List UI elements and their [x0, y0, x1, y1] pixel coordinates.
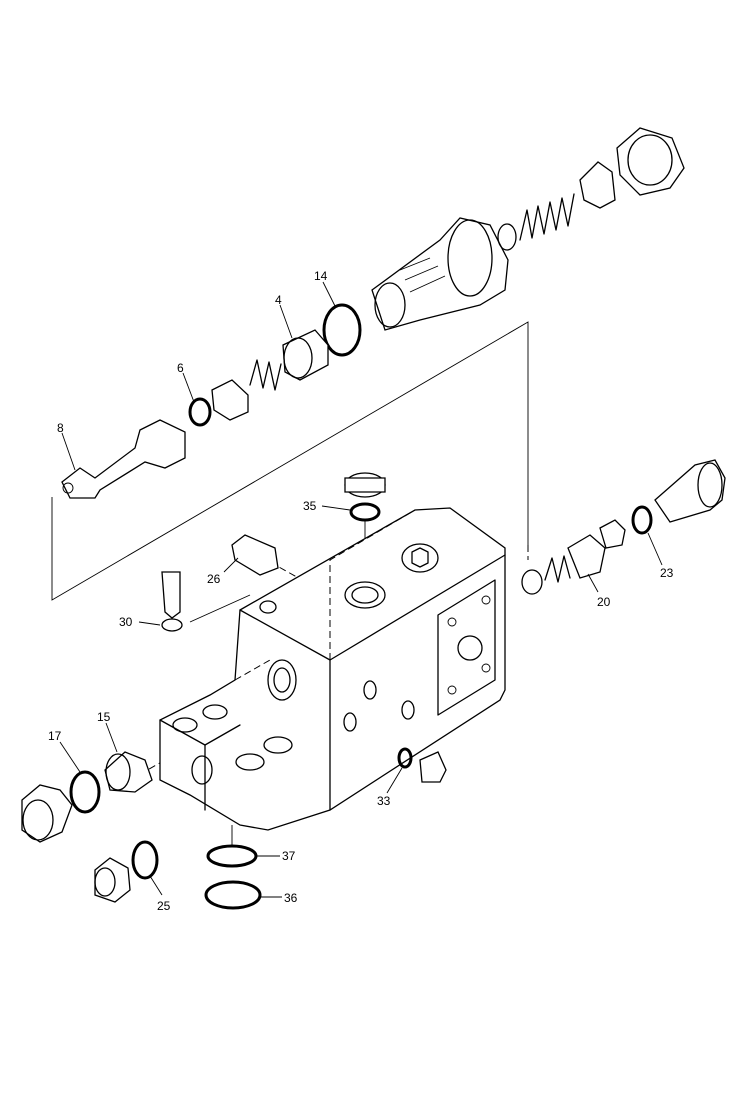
callout-35: 35: [303, 499, 317, 513]
callout-6: 6: [177, 361, 184, 375]
callout-17: 17: [48, 729, 62, 743]
callout-23: 23: [660, 566, 674, 580]
callout-15: 15: [97, 710, 111, 724]
callout-14: 14: [314, 269, 328, 283]
bottom-left-plugs: [21, 751, 159, 903]
callout-30: 30: [119, 615, 133, 629]
callout-labels: 14 4 6 8 35 26 23 20 30 17 15 33 37 25 3…: [48, 269, 674, 913]
callout-25: 25: [157, 899, 171, 913]
callout-36: 36: [284, 891, 298, 905]
callout-leaders: [59, 281, 663, 898]
valve-block: [159, 507, 506, 831]
callout-37: 37: [282, 849, 296, 863]
callout-33: 33: [377, 794, 391, 808]
callout-4: 4: [275, 293, 282, 307]
right-side-parts: [161, 459, 726, 783]
callout-8: 8: [57, 421, 64, 435]
bottom-seals: [204, 825, 262, 910]
spool-parts: [61, 303, 362, 499]
callout-26: 26: [207, 572, 221, 586]
callout-20: 20: [597, 595, 611, 609]
relief-cartridge: [371, 127, 685, 331]
